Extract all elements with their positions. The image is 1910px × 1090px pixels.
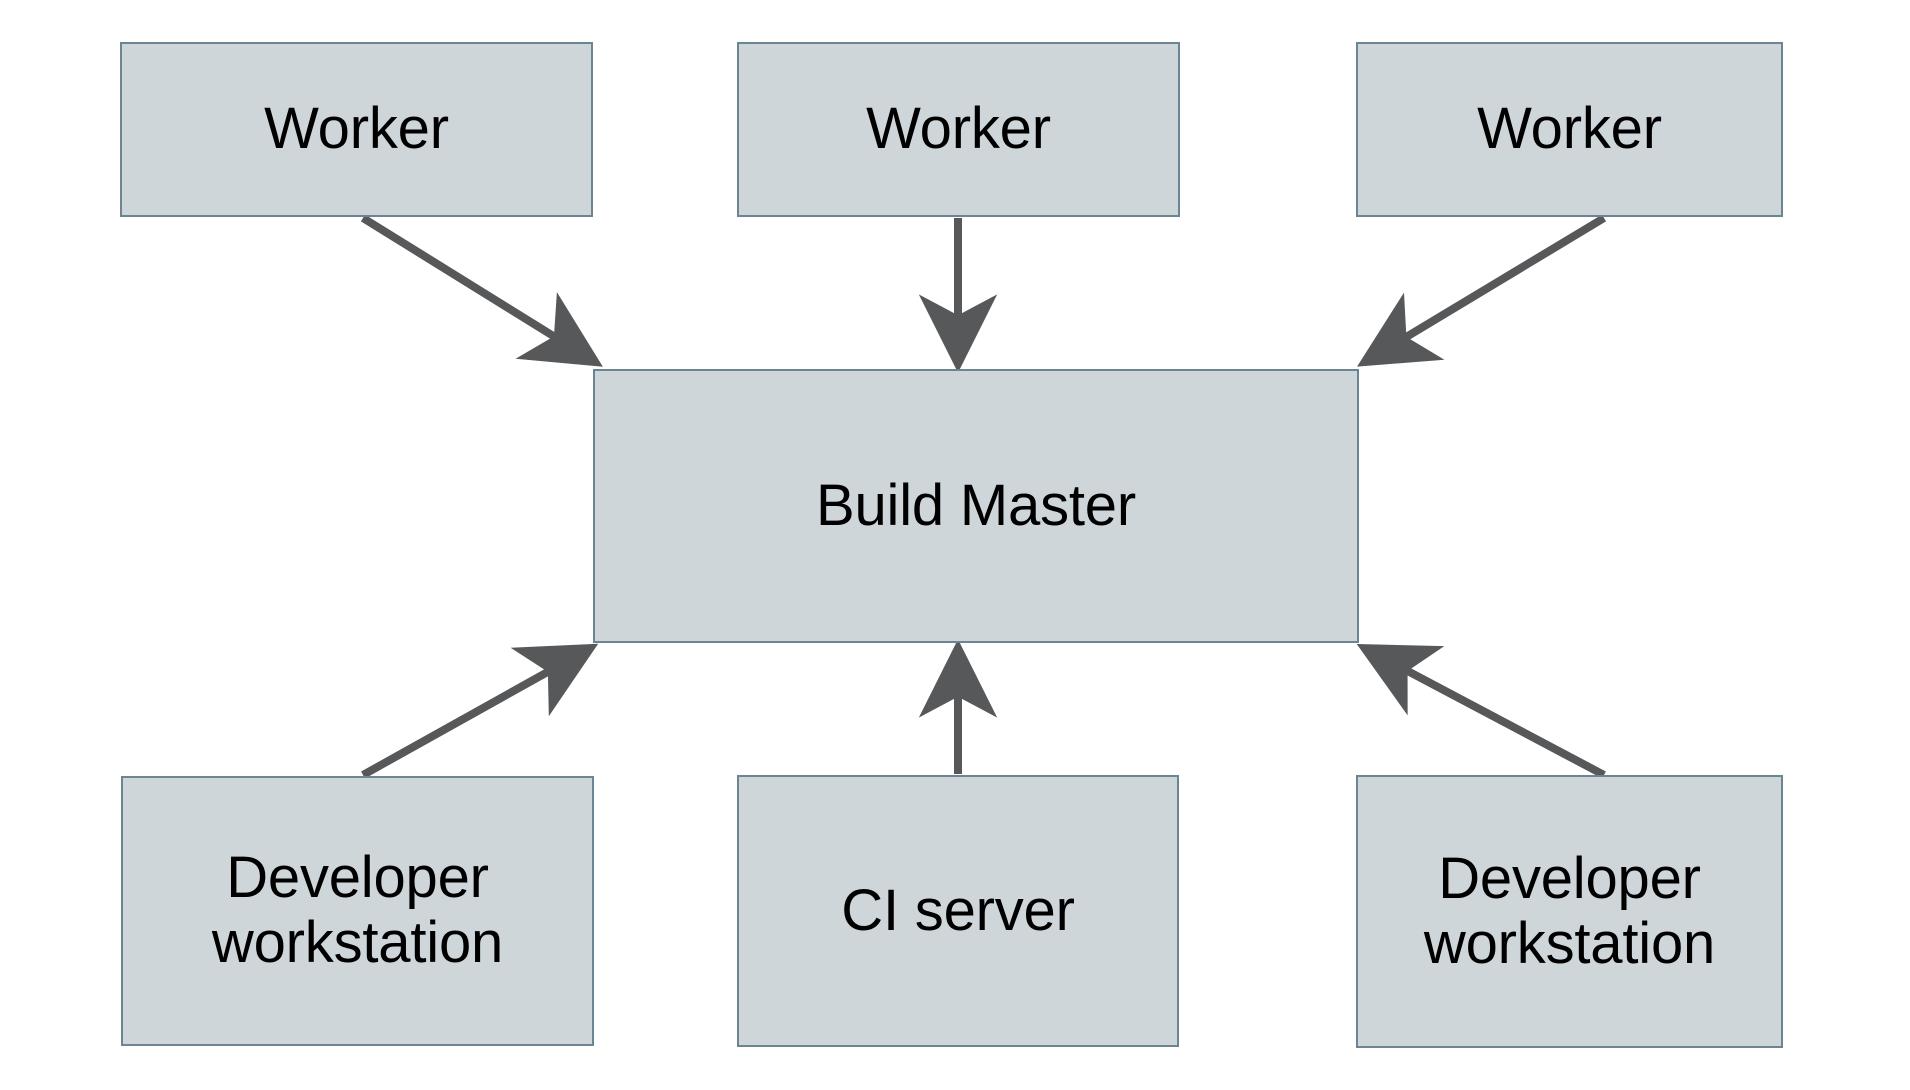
edge-worker-3-to-build-master (1357, 214, 1607, 367)
node-developer-workstation-left[interactable]: Developer workstation (121, 776, 594, 1046)
node-worker-3-label: Worker (1477, 96, 1662, 162)
node-build-master-label: Build Master (816, 472, 1136, 538)
node-worker-1[interactable]: Worker (120, 42, 593, 217)
node-ci-server-label: CI server (841, 877, 1075, 943)
node-worker-1-label: Worker (264, 96, 449, 162)
edge-dev-ws-right-to-build-master (1356, 644, 1606, 779)
edge-worker-1-to-build-master (360, 214, 603, 367)
node-ci-server[interactable]: CI server (737, 775, 1179, 1047)
node-worker-3[interactable]: Worker (1356, 42, 1783, 217)
node-worker-2-label: Worker (866, 96, 1051, 162)
node-build-master[interactable]: Build Master (593, 369, 1359, 643)
node-developer-workstation-left-label: Developer workstation (211, 845, 504, 975)
edge-dev-ws-left-to-build-master (361, 643, 599, 779)
node-worker-2[interactable]: Worker (737, 42, 1180, 217)
node-developer-workstation-right-label: Developer workstation (1423, 845, 1716, 976)
node-developer-workstation-right[interactable]: Developer workstation (1356, 775, 1783, 1048)
